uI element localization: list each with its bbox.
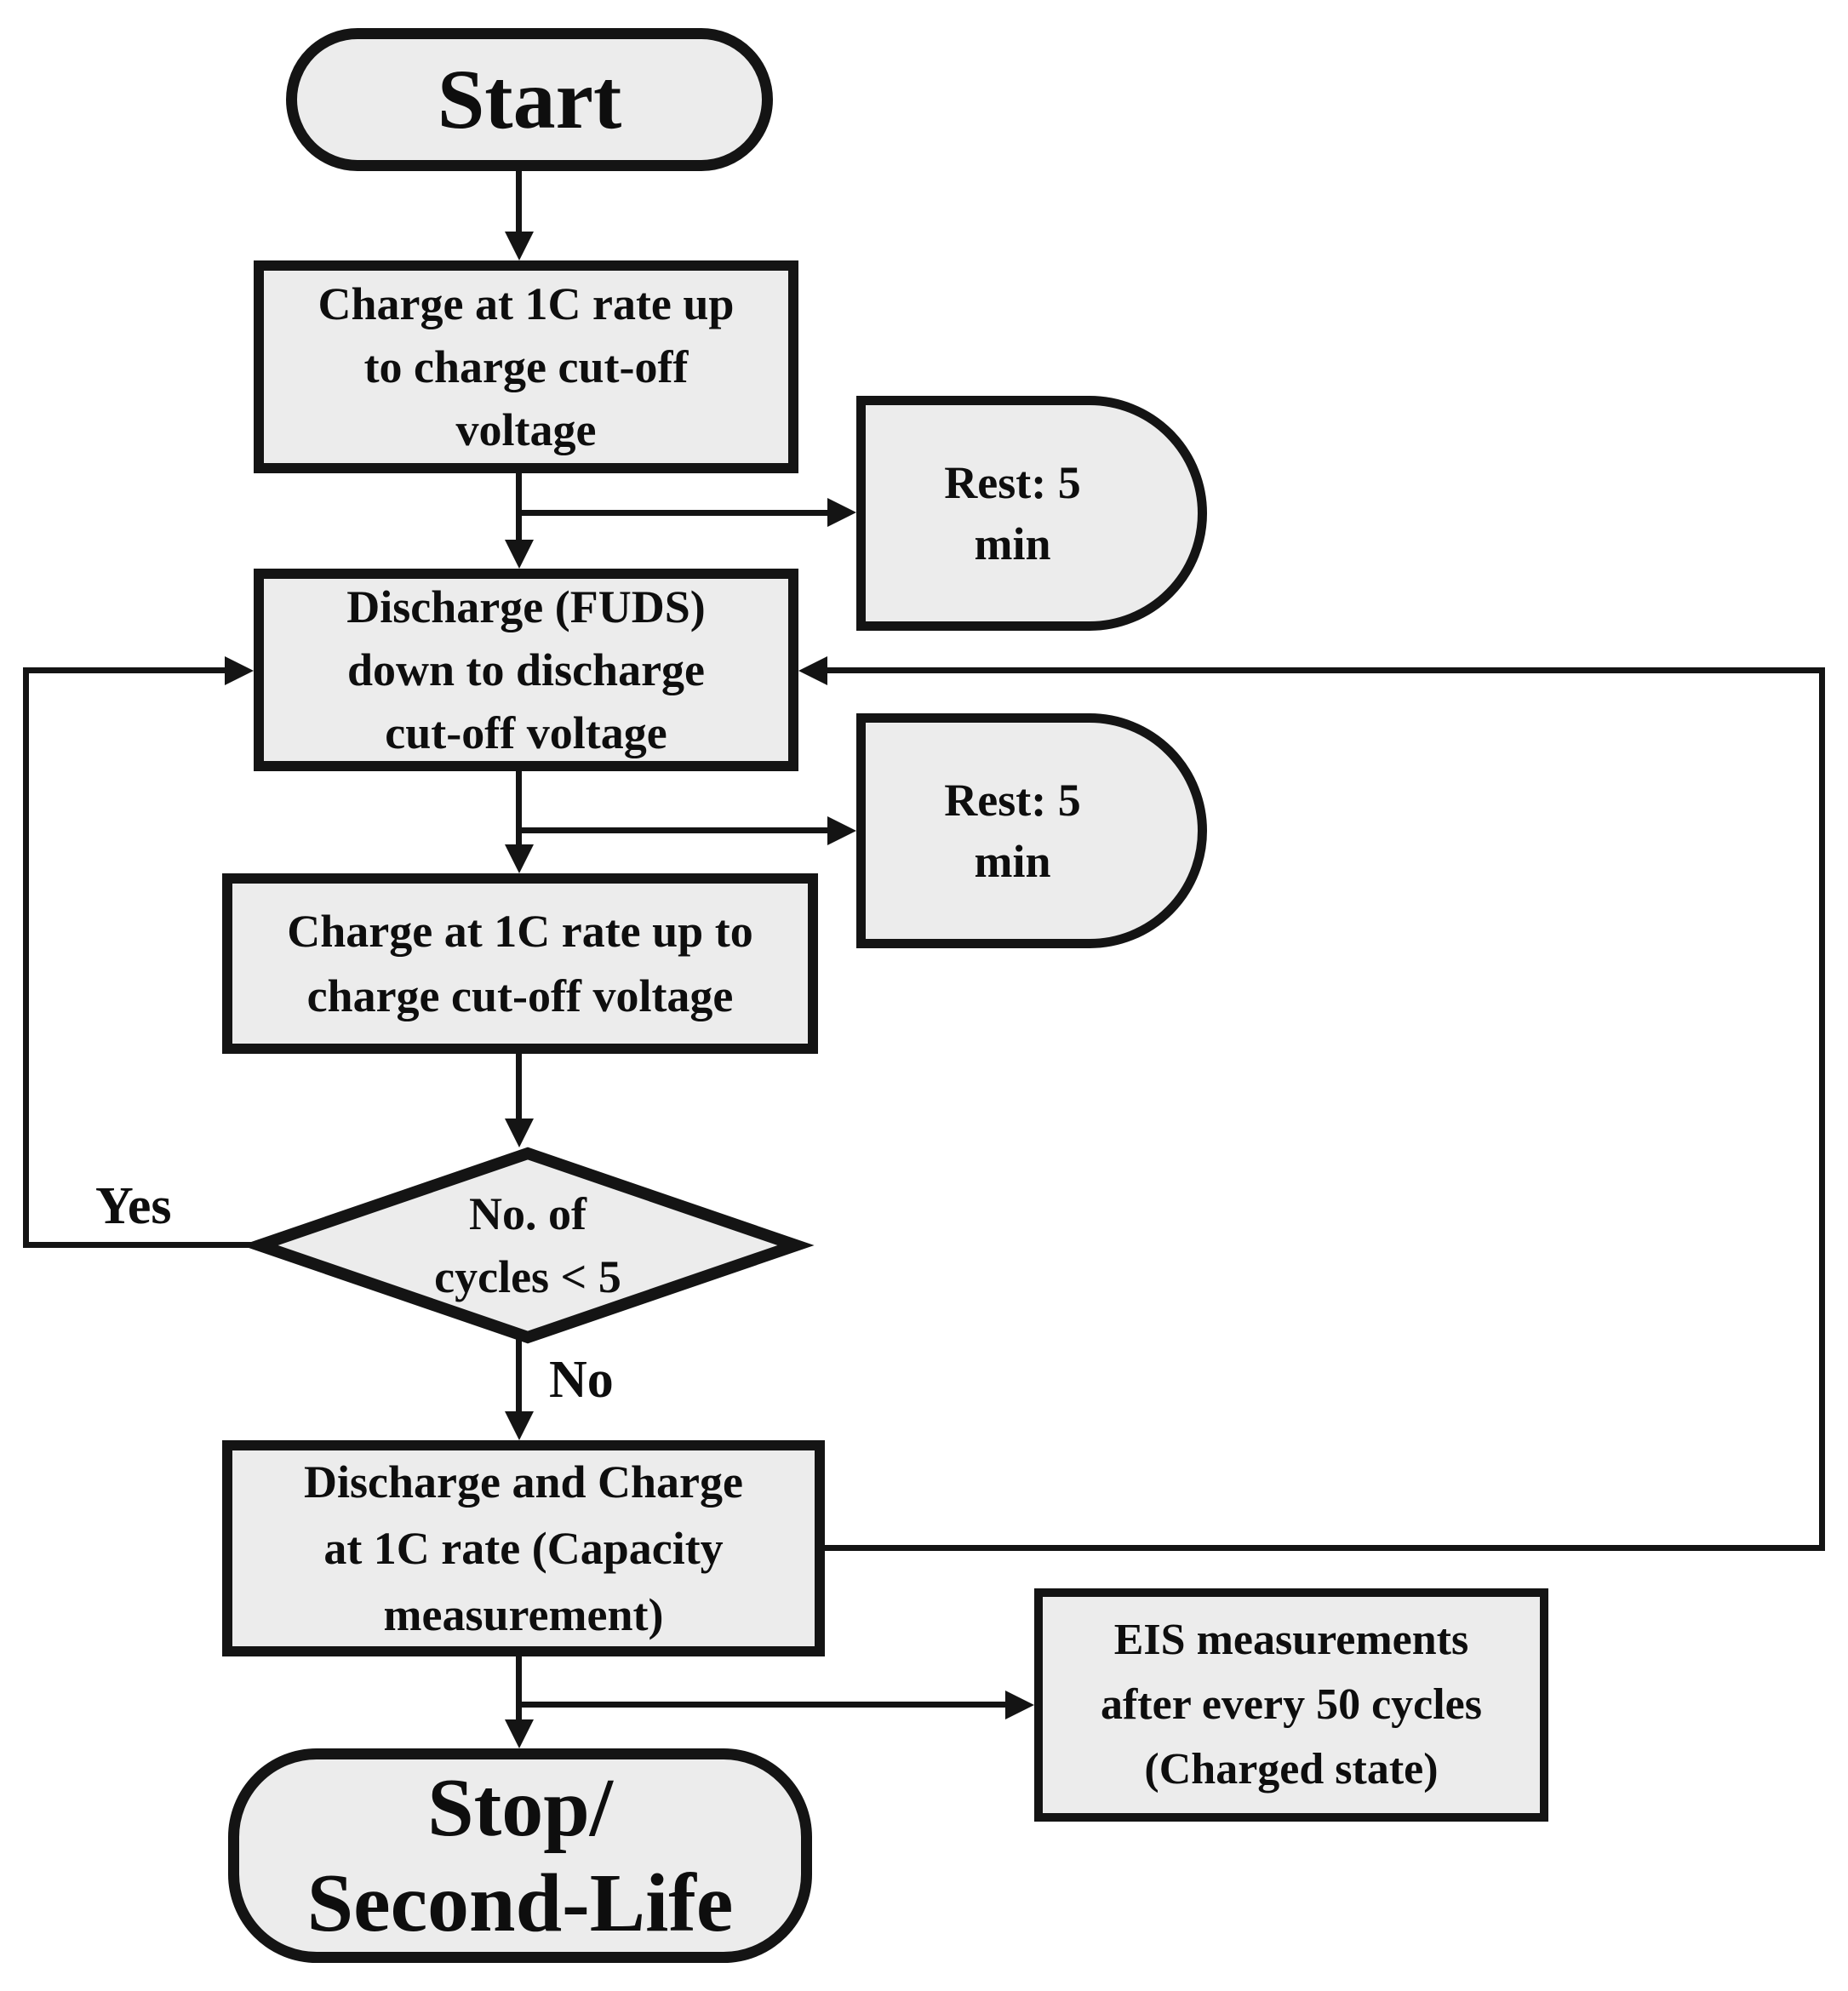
terminator-stop-second-life: Stop/ Second-Life	[228, 1748, 812, 1963]
edge-branch-to-rest2	[516, 827, 831, 833]
arrowhead-into-eis	[1005, 1691, 1034, 1719]
text-line: No. of	[469, 1188, 586, 1239]
text-line: charge cut-off voltage	[306, 970, 734, 1021]
text-line: voltage	[455, 404, 597, 455]
text-line: cycles < 5	[434, 1251, 621, 1302]
edge-yes-left-rail	[23, 667, 29, 1248]
text-line: EIS measurements	[1113, 1616, 1469, 1664]
delay-rest-after-discharge: Rest: 5 min	[856, 713, 1207, 948]
text-line: min	[974, 836, 1051, 887]
arrowhead-into-capacity	[505, 1411, 534, 1440]
edge-no-to-capacity	[516, 1336, 522, 1415]
text-line: Stop/	[427, 1762, 613, 1854]
edge-capacity-to-right-rail	[822, 1545, 1825, 1551]
edge-right-rail-into-discharge	[827, 667, 1825, 673]
arrowhead-into-rest2	[827, 816, 856, 845]
text-line: Second-Life	[306, 1857, 734, 1949]
edge-label-no: No	[549, 1351, 614, 1409]
decision-text: No. of cycles < 5	[251, 1145, 804, 1346]
diamond-outline	[241, 1147, 815, 1344]
text-line: Start	[437, 52, 622, 146]
text-line: Discharge and Charge	[304, 1456, 743, 1508]
text-line: cut-off voltage	[385, 707, 667, 758]
arrowhead-yes-into-discharge	[225, 656, 254, 685]
arrowhead-into-charge-initial	[505, 232, 534, 260]
decision-cycles: No. of cycles < 5	[241, 1145, 815, 1346]
process-charge-initial: Charge at 1C rate up to charge cut-off v…	[254, 260, 798, 473]
edge-yes-into-discharge	[23, 667, 227, 673]
delay-rest-after-charge: Rest: 5 min	[856, 396, 1207, 631]
arrowhead-into-discharge	[505, 540, 534, 569]
text-line: after every 50 cycles	[1100, 1680, 1483, 1729]
decision-diamond-shape	[241, 1147, 815, 1344]
arrowhead-into-rest1	[827, 498, 856, 527]
process-charge-cycle: Charge at 1C rate up to charge cut-off v…	[222, 873, 818, 1054]
arrowhead-into-stop	[505, 1719, 534, 1748]
edge-branch-to-eis	[516, 1702, 1009, 1708]
edge-branch-to-rest1	[516, 510, 831, 516]
edge-charge-cycle-to-decision	[516, 1052, 522, 1124]
terminator-start: Start	[286, 28, 773, 171]
arrowhead-into-charge-cycle	[505, 844, 534, 873]
arrowhead-into-decision	[505, 1119, 534, 1147]
text-line: down to discharge	[346, 644, 706, 695]
edge-label-yes: Yes	[95, 1177, 172, 1235]
text-line: Rest: 5	[944, 775, 1081, 826]
text-line: measurement)	[383, 1589, 664, 1640]
process-eis-measurements: EIS measurements after every 50 cycles (…	[1034, 1588, 1548, 1822]
text-line: at 1C rate (Capacity	[323, 1523, 724, 1574]
edge-yes-horizontal-from-decision	[23, 1242, 259, 1248]
process-discharge-fuds: Discharge (FUDS) down to discharge cut-o…	[254, 569, 798, 771]
text-line: (Charged state)	[1144, 1745, 1439, 1794]
process-capacity-measurement: Discharge and Charge at 1C rate (Capacit…	[222, 1440, 825, 1656]
text-line: Discharge (FUDS)	[346, 581, 706, 632]
text-line: Charge at 1C rate up to	[287, 906, 753, 957]
edge-start-to-charge	[516, 169, 522, 237]
edge-capacity-to-stop	[516, 1655, 522, 1723]
text-line: Rest: 5	[944, 457, 1081, 508]
text-line: Charge at 1C rate up	[318, 278, 735, 329]
text-line: min	[974, 518, 1051, 569]
edge-charge-to-discharge	[516, 472, 522, 543]
edge-right-rail	[1819, 667, 1825, 1551]
arrowhead-feedback-into-discharge	[798, 656, 827, 685]
edge-discharge-to-charge-cycle	[516, 770, 522, 848]
text-line: to charge cut-off	[363, 341, 689, 392]
